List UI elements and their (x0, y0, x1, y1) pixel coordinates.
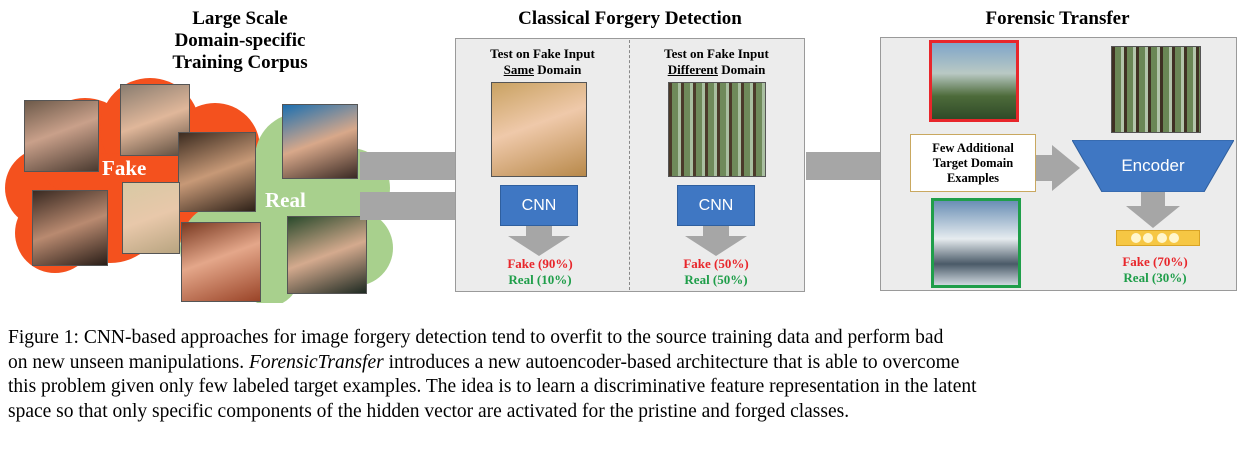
different-underlined: Different (667, 62, 718, 77)
forest-road-photo (668, 82, 766, 177)
different-domain-heading: Test on Fake Input Different Domain (664, 46, 769, 77)
real-face-photo (282, 104, 358, 179)
caption-line: this problem given only few labeled targ… (8, 376, 977, 397)
fake-face-photo (122, 182, 180, 254)
fake-label: Fake (102, 156, 147, 180)
same-domain-heading: Test on Fake Input Same Domain (490, 46, 595, 77)
fake-result-different: Fake (50%) (683, 256, 749, 271)
real-result-same: Real (10%) (508, 272, 572, 287)
figure-caption: Figure 1: CNN-based approaches for image… (8, 326, 1242, 424)
method-name: ForensicTransfer (249, 351, 384, 373)
panel-divider (629, 40, 630, 290)
different-domain-rest: Domain (717, 62, 766, 77)
caption-line: space so that only specific components o… (8, 400, 850, 422)
real-result-different: Real (50%) (684, 272, 748, 287)
caption-line: Figure 1: CNN-based approaches for image… (8, 327, 944, 348)
cnn-box-different: CNN (677, 185, 755, 226)
real-label: Real (265, 188, 306, 212)
fake-result-same: Fake (90%) (507, 256, 573, 271)
real-face-photo (181, 222, 261, 302)
transfer-title: Forensic Transfer (985, 8, 1130, 29)
top-arrow (360, 152, 458, 180)
fake-face-photo (24, 100, 99, 172)
fake-face-photo (32, 190, 108, 266)
real-result-transfer: Real (30%) (1123, 270, 1187, 285)
down-arrow-icon (508, 226, 570, 256)
forest-road-photo (1111, 46, 1201, 133)
corpus-title: Large Scale Domain-specific Training Cor… (172, 8, 308, 73)
cnn-box-same: CNN (500, 185, 578, 226)
same-domain-rest: Domain (534, 62, 582, 77)
encoder-label: Encoder (1121, 156, 1185, 175)
caption-line: on new unseen manipulations. ForensicTra… (8, 351, 960, 373)
fake-result-transfer: Fake (70%) (1122, 254, 1188, 269)
real-face-photo (287, 216, 367, 294)
classical-title: Classical Forgery Detection (518, 8, 742, 29)
same-underlined: Same (503, 62, 535, 77)
encoder-shape (1072, 140, 1234, 192)
target-example-fake-photo (929, 40, 1019, 122)
down-arrow-icon (685, 226, 747, 256)
target-example-real-photo (931, 198, 1021, 288)
test-face-photo (491, 82, 587, 177)
latent-vector-icon (1116, 230, 1200, 246)
fake-face-photo (178, 132, 256, 212)
down-arrow-icon (1126, 192, 1180, 228)
few-examples-box: Few Additional Target Domain Examples (910, 134, 1036, 192)
